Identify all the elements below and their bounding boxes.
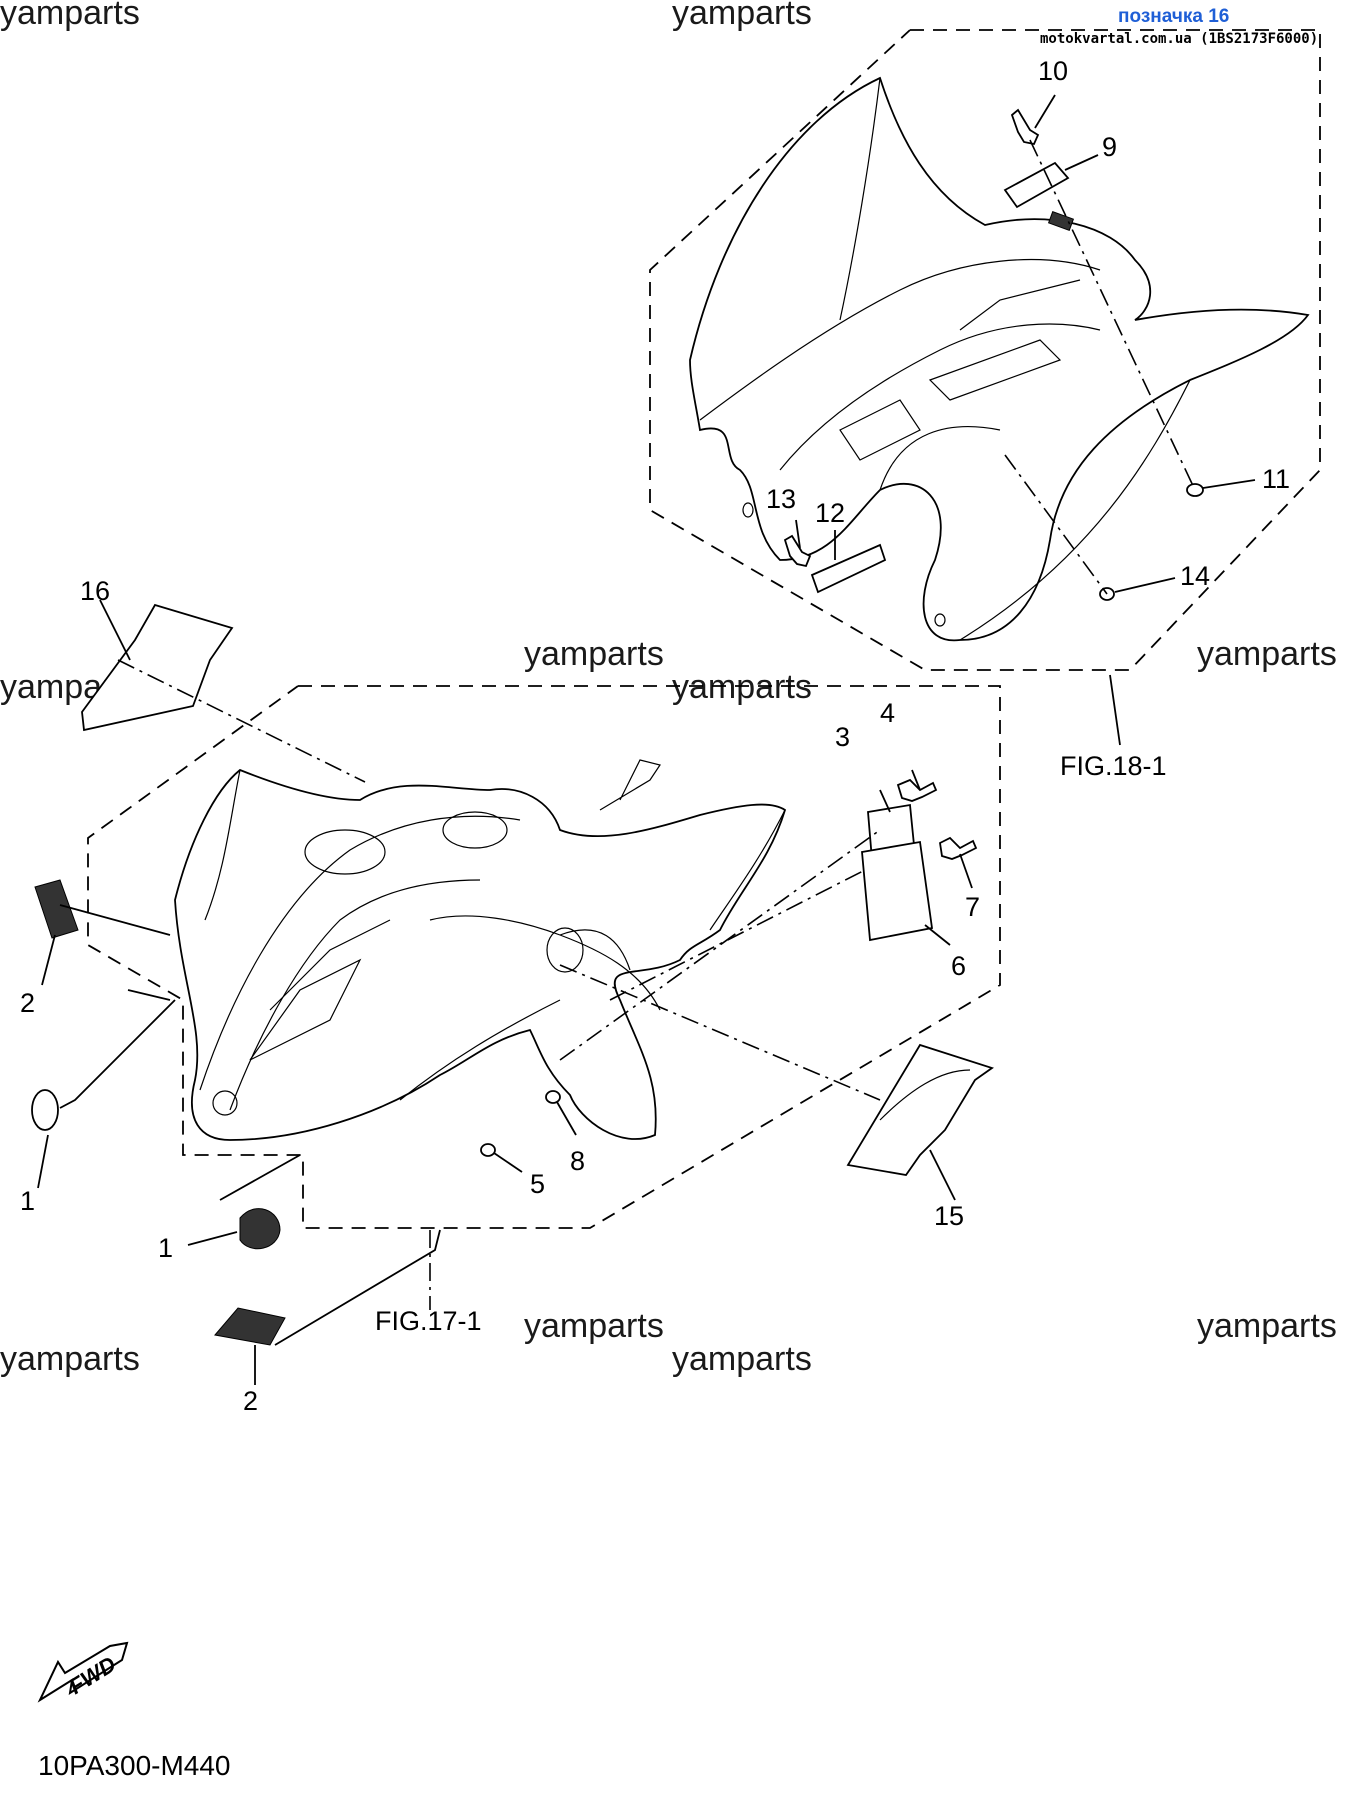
front-washer-8 [545,1090,561,1104]
rear-plate-9 [1003,161,1070,209]
watermark: yamparts [672,1340,812,1378]
header-source: motokvartal.com.ua (1BS2173F6000) [1040,31,1318,47]
callout-7: 7 [965,892,980,922]
watermark: yamparts [524,1307,664,1345]
front-washer-5 [480,1143,496,1157]
watermark: yamparts [0,0,140,32]
callout-1-bottom: 1 [158,1233,173,1263]
watermark: yamparts [672,668,812,706]
watermark: yamparts [0,1340,140,1378]
rear-group-boundary [649,29,1321,671]
front-decal-15 [846,1043,994,1176]
rear-screw-10 [1010,108,1040,146]
front-emblem-1-left [31,1089,59,1131]
figure-label-front: FIG.17-1 [375,1306,482,1336]
fwd-arrow-icon: FWD [37,1641,129,1703]
front-decal-2-left [34,879,79,939]
callout-4: 4 [880,698,895,728]
callout-13: 13 [766,484,796,514]
callout-5: 5 [530,1169,545,1199]
reference-code: 10PA300-M440 [38,1750,231,1781]
header-link[interactable]: позначка 16 [1118,6,1229,27]
front-plate-6 [861,840,934,942]
front-emblem-1-bottom [239,1208,281,1250]
front-screw-4 [896,778,938,802]
callout-15: 15 [934,1201,964,1231]
callout-9: 9 [1102,132,1117,162]
callout-12: 12 [815,498,845,528]
front-group-boundary [87,685,1001,1229]
watermark: yamparts [672,0,812,32]
front-decal-2-bottom [214,1307,286,1346]
callout-16: 16 [80,576,110,606]
front-fender [174,759,787,1141]
callout-2-bottom: 2 [243,1386,258,1416]
callout-8: 8 [570,1146,585,1176]
rear-screw-13 [783,534,812,568]
callout-2-left: 2 [20,988,35,1018]
callout-3: 3 [835,722,850,752]
callout-1-left: 1 [20,1186,35,1216]
callout-14: 14 [1180,561,1210,591]
callout-10: 10 [1038,56,1068,86]
watermark: yamparts [1197,1307,1337,1345]
rear-washer-11 [1186,483,1204,497]
watermark: yamparts [524,635,664,673]
front-screw-7 [939,836,978,860]
figure-label-rear: FIG.18-1 [1060,751,1167,781]
rear-label-12 [810,543,887,594]
callout-6: 6 [951,951,966,981]
callout-11: 11 [1262,464,1290,494]
rear-fender [689,76,1310,642]
watermark: yamparts [1197,635,1337,673]
